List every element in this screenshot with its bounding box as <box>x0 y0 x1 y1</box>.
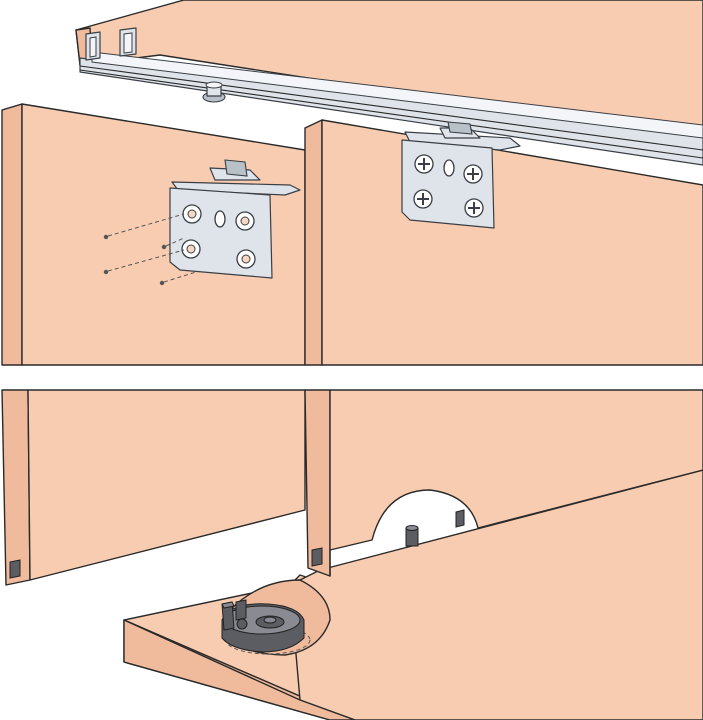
screw-icon <box>463 164 483 184</box>
top-panel <box>1 0 703 366</box>
right-door-top <box>304 119 703 366</box>
floor-guide <box>221 599 305 653</box>
right-door-bottom <box>304 389 703 577</box>
door-guide-pin <box>405 525 419 547</box>
screw-icon <box>464 198 484 218</box>
panel-divider <box>0 366 703 388</box>
bottom-panel <box>1 389 703 720</box>
left-door-bottom <box>1 389 306 586</box>
screw-icon <box>413 189 433 209</box>
screw-icon <box>414 154 434 174</box>
aluminium-track <box>79 27 703 166</box>
bracket-left <box>169 159 301 279</box>
screw-alignment-lines <box>103 213 197 286</box>
bracket-right <box>401 121 521 229</box>
track-fixing-screw <box>202 81 226 103</box>
